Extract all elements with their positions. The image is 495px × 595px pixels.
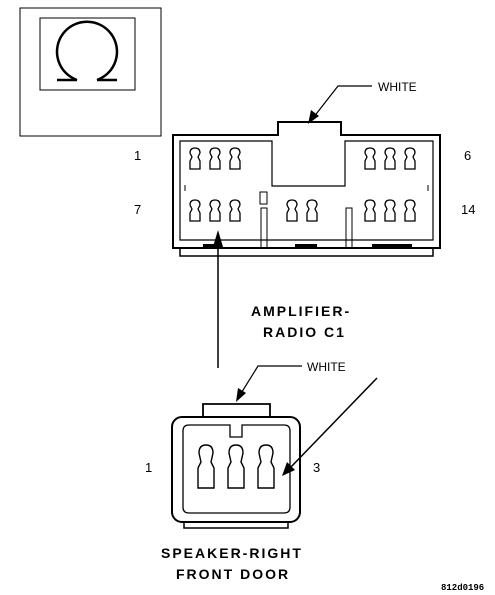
amp-pin-7-label: 7 — [134, 202, 141, 217]
connector-face-view-icon — [19, 7, 162, 137]
cavity-pointer-arrow — [213, 230, 223, 368]
amp-name-line2: RADIO C1 — [263, 324, 346, 340]
speaker-pin-1-label: 1 — [145, 460, 152, 475]
pin-row-bottom-right — [364, 199, 416, 222]
amplifier-color-leader — [308, 85, 372, 124]
speaker-name-line2: FRONT DOOR — [176, 566, 290, 582]
speaker-color-label: WHITE — [307, 360, 346, 374]
speaker-color-leader — [236, 365, 302, 402]
amp-pin-14-label: 14 — [461, 202, 475, 217]
pin-row-bottom-left — [189, 199, 241, 222]
speaker-pin-3-label: 3 — [313, 460, 320, 475]
amp-pin-6-label: 6 — [464, 148, 471, 163]
speaker-pin-pointer — [282, 377, 378, 476]
speaker-name-line1: SPEAKER-RIGHT — [161, 545, 303, 561]
amp-pin-1-label: 1 — [134, 148, 141, 163]
pin-row-top-left — [189, 147, 241, 170]
amp-color-label: WHITE — [378, 80, 417, 94]
amp-name-line1: AMPLIFIER- — [251, 303, 351, 319]
figure-code: 812d0196 — [441, 583, 484, 593]
amplifier-radio-c1-connector — [172, 121, 441, 257]
pin-row-top-right — [364, 147, 416, 170]
speaker-right-front-door-connector — [171, 403, 301, 529]
pin-row-bottom-center — [286, 199, 318, 222]
